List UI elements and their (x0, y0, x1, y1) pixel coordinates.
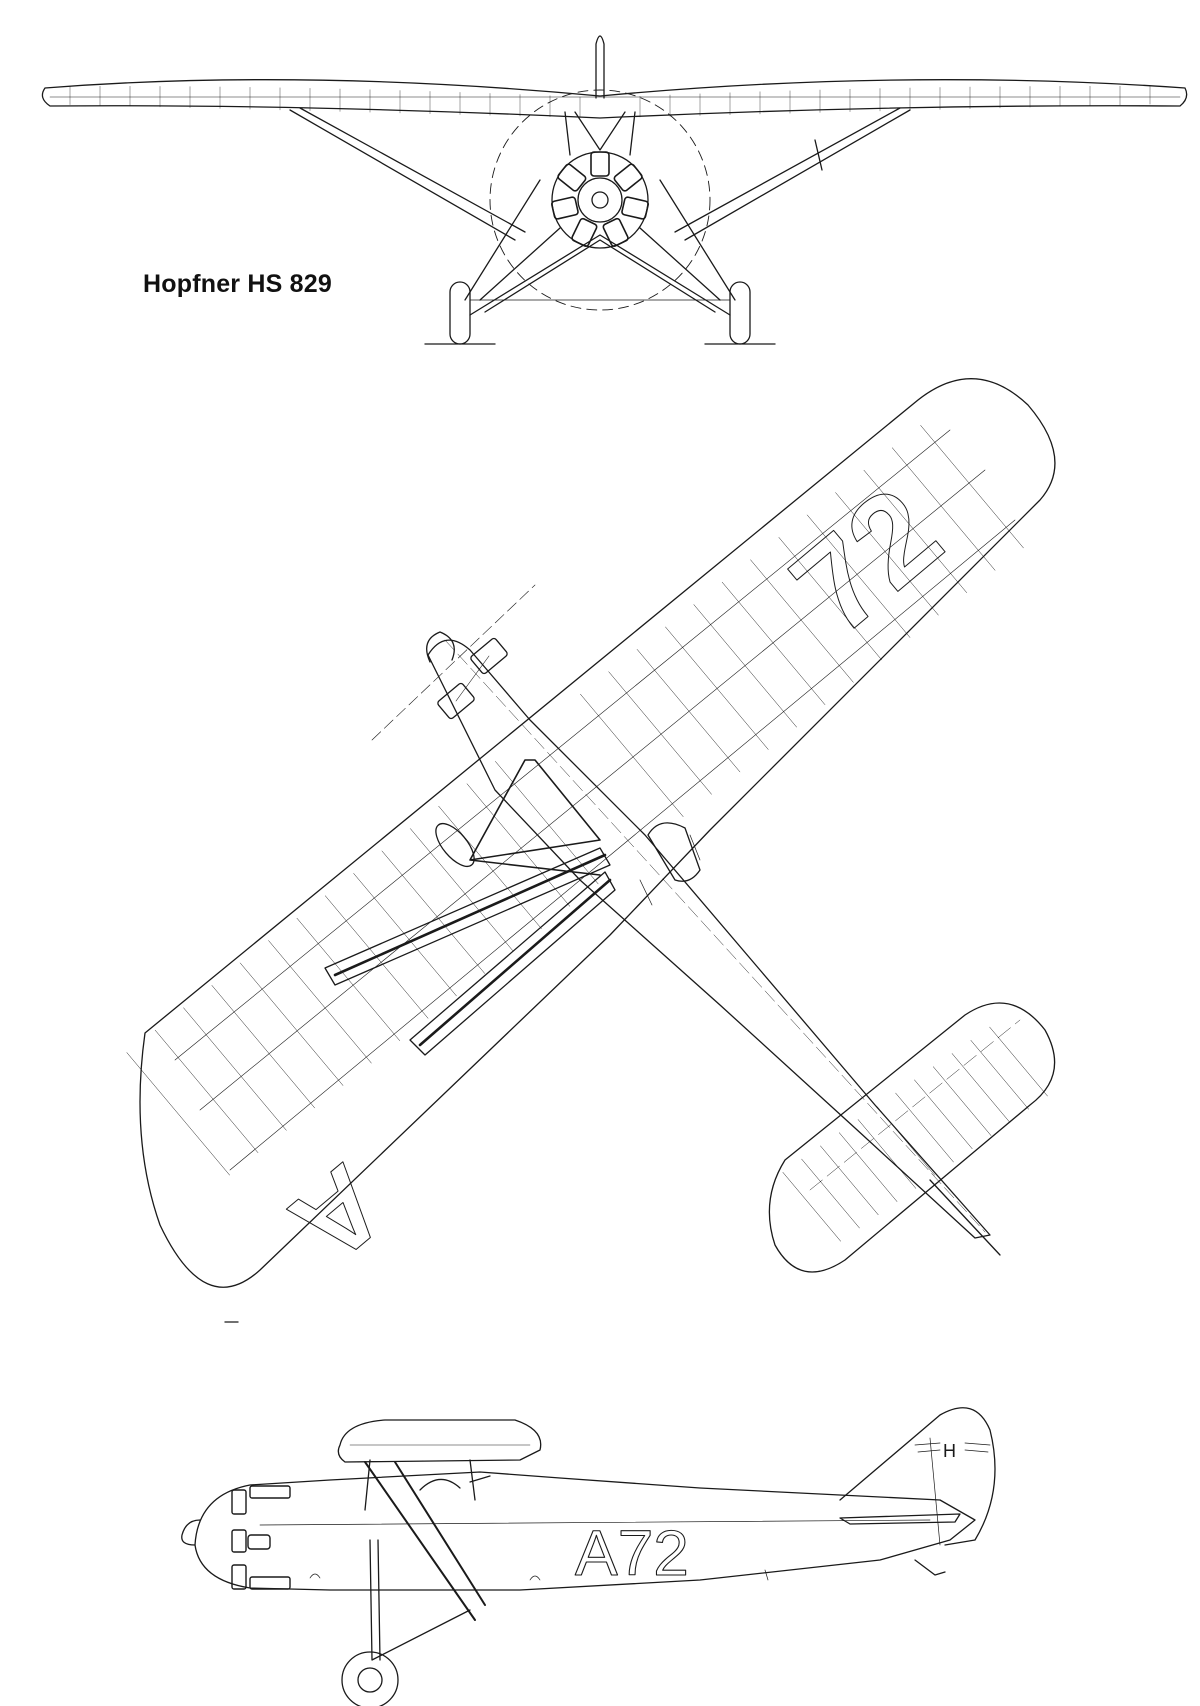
fuselage-centerline (444, 639, 986, 1233)
fin-emblem-letter: H (943, 1441, 956, 1461)
elevator-hinge (809, 1019, 1021, 1191)
drawing-title: Hopfner HS 829 (143, 270, 332, 298)
cylinder (621, 196, 650, 220)
wing-spar-lines (174, 429, 1016, 1171)
right-wheel (729, 281, 751, 345)
rib-line (970, 1040, 1029, 1110)
side-view: H A72 (181, 1407, 996, 1706)
plan-nose (426, 631, 455, 663)
wing-struts (289, 107, 911, 241)
rib-line (778, 537, 882, 661)
cylinder (590, 151, 610, 177)
side-fuselage-longeron (259, 1519, 931, 1526)
side-undercarriage (369, 1539, 471, 1661)
rib-line (782, 1172, 841, 1242)
pitot-tube (814, 139, 823, 171)
rib-line (721, 581, 826, 705)
rib-line (891, 447, 996, 571)
rib-line (989, 1026, 1048, 1097)
side-cockpit (419, 1475, 491, 1491)
front-wing-ribs (69, 85, 1151, 118)
cylinder (557, 163, 587, 192)
rib-line (863, 469, 967, 593)
rib-line (410, 828, 514, 952)
rib-line (951, 1053, 1011, 1123)
propeller-disc (489, 89, 711, 311)
rib-line (211, 985, 315, 1109)
rib-line (608, 671, 712, 795)
side-nose (181, 1519, 201, 1546)
rib-line (820, 1145, 879, 1216)
rib-line (920, 425, 1024, 549)
rib-line (353, 873, 457, 997)
cylinder (550, 196, 579, 220)
side-wheel-hub (357, 1667, 383, 1693)
left-wheel (449, 281, 471, 345)
propeller-axis (371, 584, 536, 741)
rib-line (857, 1119, 917, 1189)
side-fuselage (194, 1471, 976, 1591)
cylinder (602, 217, 629, 247)
cabane-struts (564, 111, 636, 156)
cylinder (613, 163, 643, 192)
side-cylinders (231, 1485, 291, 1590)
spinner (577, 177, 623, 223)
undercarriage-legs (464, 179, 736, 316)
plan-wing (139, 378, 1056, 1288)
wing-marking-lower: A (269, 1142, 409, 1287)
engine-cylinders (550, 151, 650, 247)
plan-struts (333, 853, 612, 1047)
tail-skid (914, 1559, 946, 1576)
plan-cylinders (437, 637, 508, 720)
tail-spike (929, 1179, 1001, 1256)
rib-line (876, 1106, 935, 1176)
rudder-hinge (929, 1437, 941, 1546)
tailplane-ribs (782, 1026, 1048, 1242)
rib-line (750, 559, 854, 683)
rib-line (183, 1007, 287, 1131)
side-wing (337, 1419, 542, 1463)
side-tailplane (839, 1513, 961, 1525)
rib-line (895, 1092, 954, 1163)
rib-line (801, 1158, 860, 1229)
undercarriage-fairing (435, 822, 475, 868)
side-wheel (341, 1651, 399, 1706)
fin-emblem-wings (914, 1442, 991, 1453)
cabane-plan (469, 759, 601, 876)
front-view (41, 35, 1188, 345)
plan-view: 72 A (126, 378, 1056, 1323)
plan-struts-outline (324, 847, 616, 1056)
rib-line (438, 805, 542, 929)
side-cabane (364, 1459, 476, 1511)
aileron-lines (639, 834, 701, 906)
cockpit-opening (647, 822, 701, 882)
fuselage-registration: A72 (575, 1517, 689, 1589)
rib-line (932, 1066, 992, 1136)
plan-tailplane (768, 1002, 1056, 1273)
rib-line (154, 1029, 259, 1153)
side-vents (309, 1569, 769, 1581)
front-fin (595, 35, 605, 99)
rib-line (268, 940, 372, 1064)
rib-line (381, 850, 486, 974)
rib-line (806, 514, 911, 638)
rib-line (239, 962, 344, 1086)
rib-line (636, 649, 741, 773)
rib-line (914, 1079, 973, 1150)
side-fin (839, 1407, 996, 1546)
spinner-hub (591, 191, 609, 209)
rib-line (580, 693, 684, 817)
front-wing (41, 79, 1188, 119)
rib-line (838, 1132, 898, 1202)
rib-line (126, 1052, 230, 1176)
side-struts (364, 1461, 486, 1621)
wing-marking-upper: 72 (766, 460, 967, 661)
plan-fuselage (427, 639, 991, 1239)
rib-line (835, 492, 939, 616)
rib-line (466, 783, 571, 907)
cylinder (571, 217, 598, 247)
